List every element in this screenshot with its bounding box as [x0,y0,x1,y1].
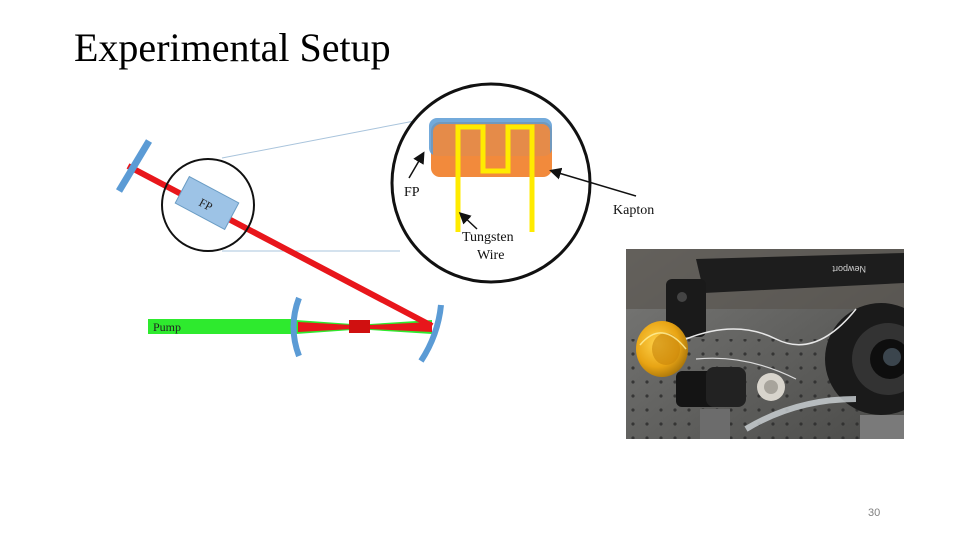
kapton-arrow [549,167,637,197]
fp-magnifier-circle [161,158,255,252]
page-number: 30 [868,507,881,519]
kapton-label: Kapton [613,203,654,218]
laser-focus-left [298,322,352,332]
laser-focus-right [370,322,432,332]
pump-label: Pump [153,320,181,334]
fp-arrow [408,151,425,179]
pump-beam [148,319,296,334]
tungsten-wire [455,124,535,232]
laser-beam-upper [126,163,434,329]
slide-title: Experimental Setup [74,25,391,70]
curved-mirror-right [418,304,444,363]
end-mirror [115,139,153,193]
zoom-guide-top [221,117,431,159]
gain-crystal [349,320,370,333]
tungsten-label-line1: Tungsten [462,230,514,245]
fp-callout-label: FP [404,185,420,200]
fp-component-label: FP [197,195,216,214]
tungsten-label-line2: Wire [477,248,504,263]
photo-engraving: Newport [832,264,866,274]
tungsten-arrow [458,211,478,230]
fp-component [174,175,240,231]
setup-photo: Newport [626,249,904,439]
kapton-overlay [433,124,550,176]
curved-mirror-left [290,296,302,358]
